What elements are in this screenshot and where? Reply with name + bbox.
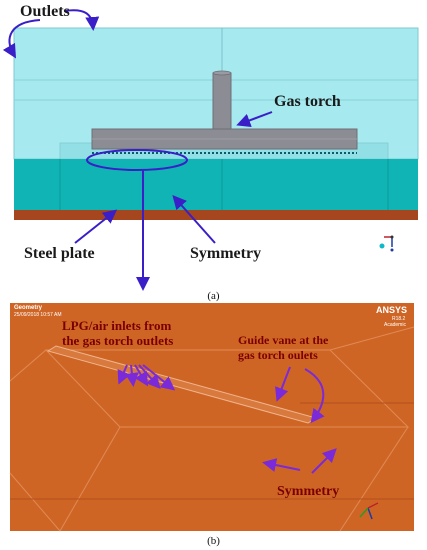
outlets-label: Outlets [20, 3, 70, 20]
axis-triad-icon [379, 235, 394, 252]
symmetry-ellipse [86, 149, 188, 171]
panel-b-graphic [9, 303, 415, 532]
gas-torch-label: Gas torch [274, 93, 341, 110]
symmetry-label-b: Symmetry [277, 484, 340, 499]
gas-torch-arrow [236, 111, 273, 128]
outlets-arrow-right [63, 9, 100, 31]
ansys-brand: ANSYS [376, 305, 408, 315]
symmetry-arrow [172, 195, 216, 244]
domain-edges [9, 326, 415, 532]
inlets-label-line2: the gas torch outlets [62, 333, 174, 348]
outlets-arrow-left [2, 19, 41, 59]
steel-plate-arrow [74, 209, 118, 244]
symmetry-label: Symmetry [190, 245, 262, 262]
panel-a-graphic [2, 9, 419, 291]
geometry-timestamp: 25/09/2018 10:57 AM [14, 312, 62, 318]
gas-torch [91, 70, 358, 150]
ansys-edition: Academic [384, 322, 406, 328]
gas-region [14, 159, 418, 210]
ansys-version: R18.2 [392, 316, 406, 322]
caption-a: (a) [207, 290, 220, 302]
panel-a: Outlets Gas torch Steel plate Symmetry (… [2, 3, 419, 302]
caption-b: (b) [207, 535, 220, 547]
inlets-label-line1: LPG/air inlets from [62, 318, 172, 333]
axis-triad-b-icon [359, 502, 379, 520]
steel-plate-label: Steel plate [24, 245, 95, 262]
orange-field [10, 303, 414, 531]
guide-vane-label-line2: gas torch oulets [238, 348, 318, 362]
steel-plate [14, 210, 418, 220]
guide-vane-label-line1: Guide vane at the [238, 333, 329, 347]
panel-b: Geometry 25/09/2018 10:57 AM ANSYS R18.2… [0, 303, 427, 550]
geometry-header: Geometry [14, 305, 43, 311]
